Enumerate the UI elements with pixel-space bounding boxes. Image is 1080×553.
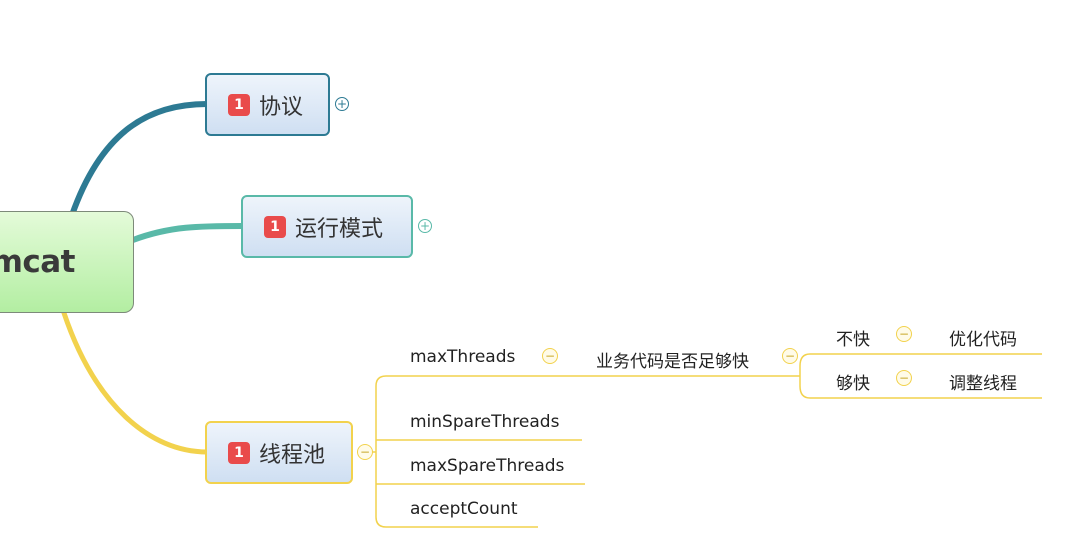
topic-protocol[interactable]: 1 协议 [205,73,330,136]
collapse-not-fast-minus-icon[interactable]: − [896,326,912,342]
collapse-thread-pool-minus-icon[interactable]: − [357,444,373,460]
action-optimize-code[interactable]: 优化代码 [949,330,1017,350]
thread-pool-connectors [357,353,1042,528]
subtopic-maxsparethreads[interactable]: maxSpareThreads [410,456,565,476]
topic-run-mode[interactable]: 1 运行模式 [241,195,413,258]
answer-not-fast[interactable]: 不快 [836,330,870,350]
topic-protocol-label: 协议 [259,94,304,120]
expand-run-mode-plus-icon[interactable]: + [418,219,432,233]
answer-fast-enough[interactable]: 够快 [836,374,870,394]
priority-1-badge-icon: 1 [228,93,250,116]
collapse-maxthreads-minus-icon[interactable]: − [542,348,558,364]
priority-1-badge-icon: 1 [228,441,250,464]
subtopic-maxthreads[interactable]: maxThreads [410,347,516,367]
expand-protocol-plus-icon[interactable]: + [335,97,349,111]
collapse-fast-enough-minus-icon[interactable]: − [896,370,912,386]
subtopic-minsparethreads[interactable]: minSpareThreads [410,412,560,432]
branch-thread-pool [61,310,210,455]
topic-thread-pool[interactable]: 1 线程池 [205,421,353,484]
branch-protocol [69,101,210,218]
root-topic[interactable]: mcat [0,211,134,313]
topic-run-mode-label: 运行模式 [295,216,384,242]
topic-thread-pool-label: 线程池 [259,442,326,468]
priority-1-badge-icon: 1 [264,215,286,238]
action-adjust-threads[interactable]: 调整线程 [949,374,1017,394]
root-topic-label: mcat [0,244,76,280]
subtopic-business-code-fast[interactable]: 业务代码是否足够快 [596,352,749,372]
branch-run-mode [130,223,246,243]
collapse-question-minus-icon[interactable]: − [782,348,798,364]
subtopic-acceptcount[interactable]: acceptCount [410,499,518,519]
